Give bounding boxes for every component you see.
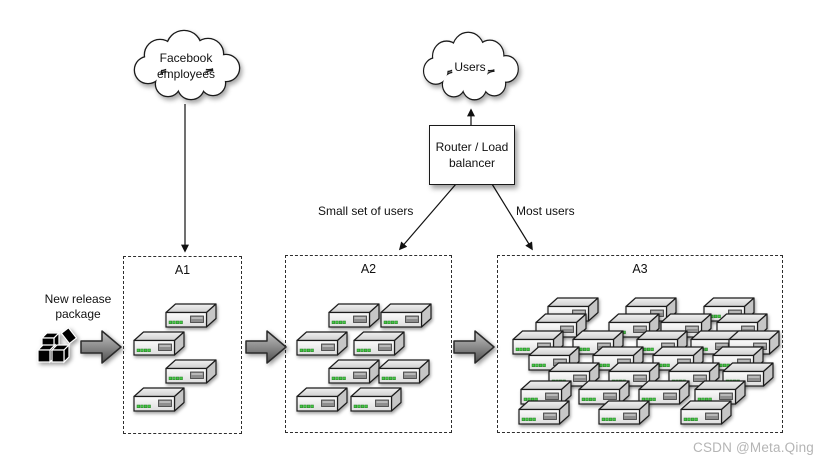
router-label-line1: Router / Load <box>435 139 509 154</box>
block-arrow-icon <box>245 330 287 364</box>
stage-box-a2: A2 <box>285 255 452 433</box>
label-small-set-of-users: Small set of users <box>318 204 414 218</box>
stage-box-a3: A3 <box>497 255 783 433</box>
stage-label-a2: A2 <box>360 262 377 276</box>
block-arrow-icon <box>80 330 122 364</box>
cloud-icon <box>133 29 241 101</box>
watermark: CSDN @Meta.Qing <box>693 440 814 455</box>
cloud-icon <box>422 31 519 101</box>
new-release-line2: package <box>55 307 101 321</box>
new-release-line1: New release <box>44 292 112 306</box>
router-label-line2: balancer <box>448 156 496 170</box>
label-most-users: Most users <box>516 204 575 218</box>
block-arrow-icon <box>453 330 495 364</box>
stage-label-a1: A1 <box>174 263 191 277</box>
label-new-release-package: New release package <box>32 292 124 322</box>
router-load-balancer-box: Router / Load balancer <box>429 125 515 185</box>
connector-router-to-a2 <box>398 183 457 251</box>
stage-box-a1: A1 <box>123 256 242 434</box>
package-icon <box>36 326 78 364</box>
stage-label-a3: A3 <box>632 262 648 276</box>
connector-router-to-a3 <box>491 183 533 251</box>
